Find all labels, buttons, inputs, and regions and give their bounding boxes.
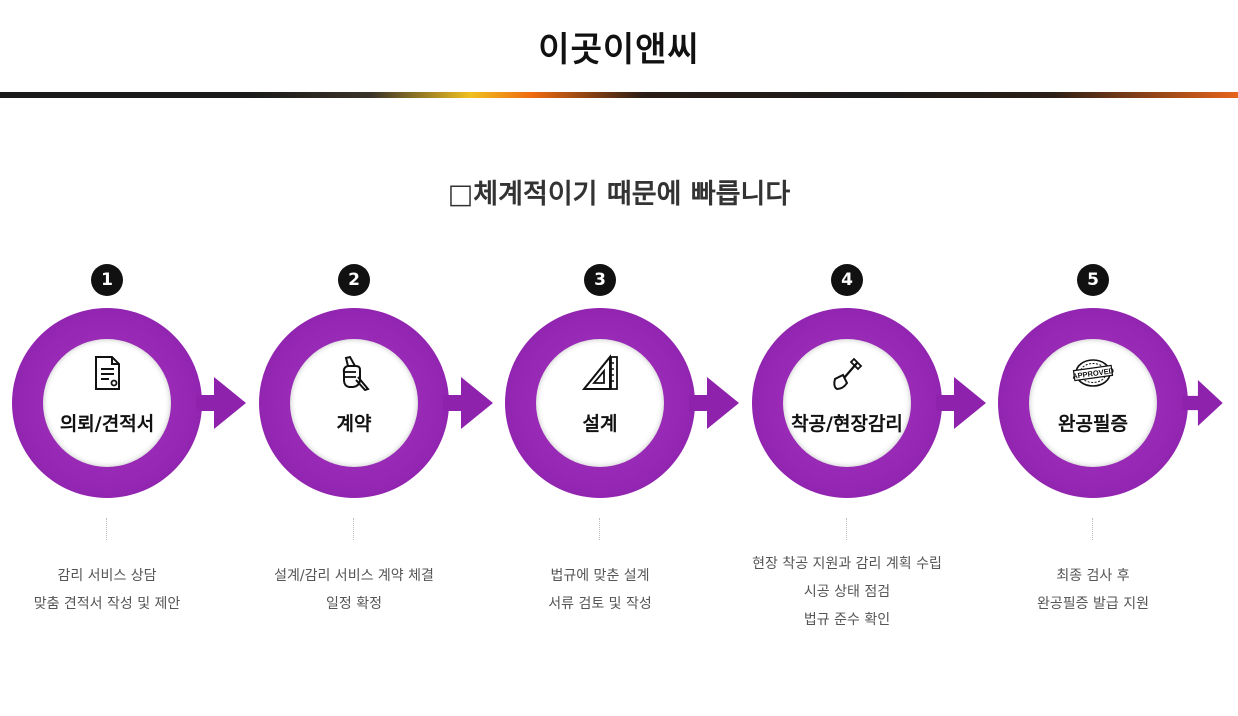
description-line: 최종 검사 후 [1056, 568, 1130, 584]
description-line: 현장 착공 지원과 감리 계획 수립 [752, 556, 942, 572]
process-step-5: 5 APPROVED 완공필증 최종 검사 후 완공필증 발급 지원 [998, 262, 1238, 642]
document-icon [95, 356, 120, 390]
step-description: 설계/감리 서비스 계약 체결 일정 확정 [249, 562, 459, 618]
hand-pen-icon [342, 355, 370, 392]
description-line: 법규에 맞춘 설계 [550, 568, 650, 584]
description-line: 감리 서비스 상담 [57, 568, 157, 584]
process-step-4: 4 착공/현장감리 현장 착공 지원과 감리 계획 수립 시공 상태 점검 법규… [752, 262, 992, 642]
description-line: 완공필증 발급 지원 [1037, 596, 1149, 612]
arrow-right-icon [196, 377, 246, 429]
step-title: 계약 [336, 413, 372, 435]
step-title: 설계 [582, 413, 618, 435]
shovel-icon [833, 357, 863, 391]
step-inner-circle: 착공/현장감리 [783, 339, 911, 467]
arrow-right-icon [936, 377, 986, 429]
arrow-right-icon [689, 377, 739, 429]
dotted-connector [353, 518, 354, 540]
step-inner-circle: 설계 [536, 339, 664, 467]
step-inner-circle: APPROVED 완공필증 [1029, 339, 1157, 467]
step-description: 법규에 맞춘 설계 서류 검토 및 작성 [495, 562, 705, 618]
step-circle: 계약 [259, 308, 449, 498]
description-line: 맞춤 견적서 작성 및 제안 [33, 596, 181, 612]
dotted-connector [599, 518, 600, 540]
set-square-icon [581, 354, 618, 390]
description-line: 일정 확정 [326, 596, 382, 612]
step-circle: 설계 [505, 308, 695, 498]
step-title: 완공필증 [1058, 413, 1128, 435]
step-circle: 의뢰/견적서 [12, 308, 202, 498]
step-number-badge: 3 [584, 264, 616, 296]
step-inner-circle: 계약 [290, 339, 418, 467]
process-step-3: 3 설계 법규에 맞춘 설계 서류 검토 및 작성 [505, 262, 745, 642]
section-heading: □체계적이기 때문에 빠릅니다 [447, 179, 791, 210]
step-number-badge: 1 [91, 264, 123, 296]
step-inner-circle: 의뢰/견적서 [43, 339, 171, 467]
step-number-badge: 5 [1077, 264, 1109, 296]
process-step-1: 1 의뢰/견적서 감리 서비스 상담 맞춤 견적서 작성 및 제안 [12, 262, 252, 642]
description-line: 시공 상태 점검 [803, 584, 891, 600]
step-description: 현장 착공 지원과 감리 계획 수립 시공 상태 점검 법규 준수 확인 [742, 550, 952, 634]
step-number-badge: 4 [831, 264, 863, 296]
site-header: 이곳이앤씨 [0, 0, 1238, 92]
dotted-connector [106, 518, 107, 540]
step-description: 감리 서비스 상담 맞춤 견적서 작성 및 제안 [2, 562, 212, 618]
brand-logo-text[interactable]: 이곳이앤씨 [538, 30, 700, 70]
header-gradient-bar [0, 92, 1238, 98]
step-title: 착공/현장감리 [791, 413, 903, 435]
step-number-badge: 2 [338, 264, 370, 296]
step-circle: 착공/현장감리 [752, 308, 942, 498]
step-circle: APPROVED 완공필증 [998, 308, 1188, 498]
dotted-connector [1092, 518, 1093, 540]
approved-stamp-icon: APPROVED [1072, 359, 1115, 387]
step-title: 의뢰/견적서 [59, 413, 155, 435]
description-line: 서류 검토 및 작성 [548, 596, 652, 612]
arrow-right-icon [443, 377, 493, 429]
description-line: 법규 준수 확인 [803, 612, 891, 628]
description-line: 설계/감리 서비스 계약 체결 [274, 568, 434, 584]
process-step-2: 2 계약 설계/감리 서비스 계약 체결 일정 확정 [259, 262, 499, 642]
arrow-right-icon [1182, 380, 1223, 426]
dotted-connector [846, 518, 847, 540]
step-description: 최종 검사 후 완공필증 발급 지원 [988, 562, 1198, 618]
